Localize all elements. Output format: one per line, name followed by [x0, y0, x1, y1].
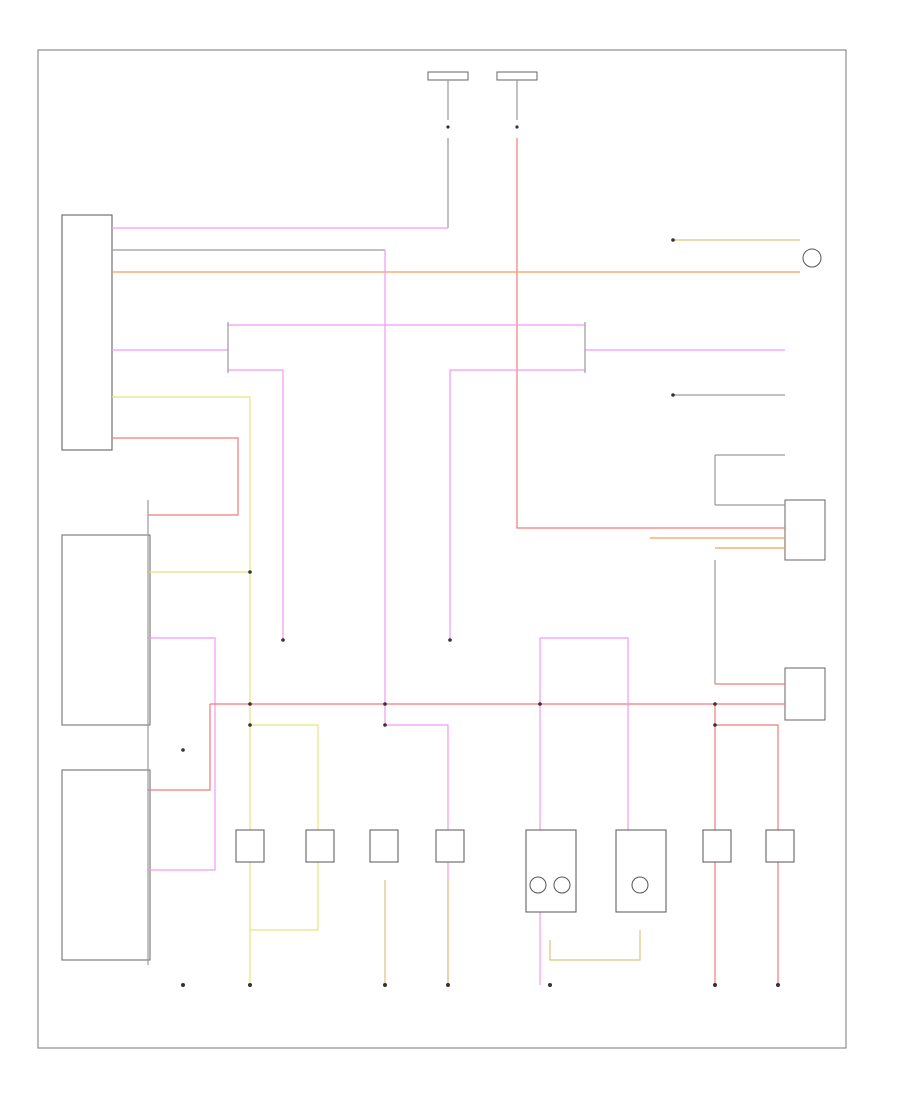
relay-8 — [765, 829, 795, 863]
relay-4 — [435, 829, 465, 863]
wire-red-down — [148, 704, 211, 791]
instrument-cluster-upper — [61, 534, 151, 726]
wire-pink-down-right — [449, 369, 585, 640]
relay-2 — [305, 829, 335, 863]
fuse-block-left — [427, 71, 469, 228]
lamp-switch-6 — [615, 829, 667, 913]
wire-yellow-left — [112, 396, 251, 985]
wire-red-main — [516, 138, 785, 529]
wire-yellow-lamp2 — [250, 724, 319, 931]
relay-3 — [369, 829, 399, 863]
wire-tan-lamp56 — [549, 930, 641, 961]
diagram-frame — [37, 49, 847, 1049]
wire-pink-lamp6 — [540, 637, 629, 830]
right-lower-module — [784, 667, 826, 721]
ground-terminals — [181, 983, 780, 987]
right-connector-block — [784, 499, 826, 561]
wire-red-lamp8 — [715, 724, 779, 985]
bulb-icon — [802, 248, 822, 268]
splice-dots — [181, 238, 717, 752]
instrument-cluster-lower — [61, 769, 151, 961]
fuse-block-right — [496, 71, 538, 129]
lamp-switch-5 — [525, 829, 577, 913]
relay-1 — [235, 829, 265, 863]
wire-pink-down-left — [228, 369, 284, 640]
relay-7 — [702, 829, 732, 863]
wire-pink-left — [148, 637, 216, 871]
left-control-module — [61, 214, 113, 451]
wire-red-left — [112, 437, 239, 516]
